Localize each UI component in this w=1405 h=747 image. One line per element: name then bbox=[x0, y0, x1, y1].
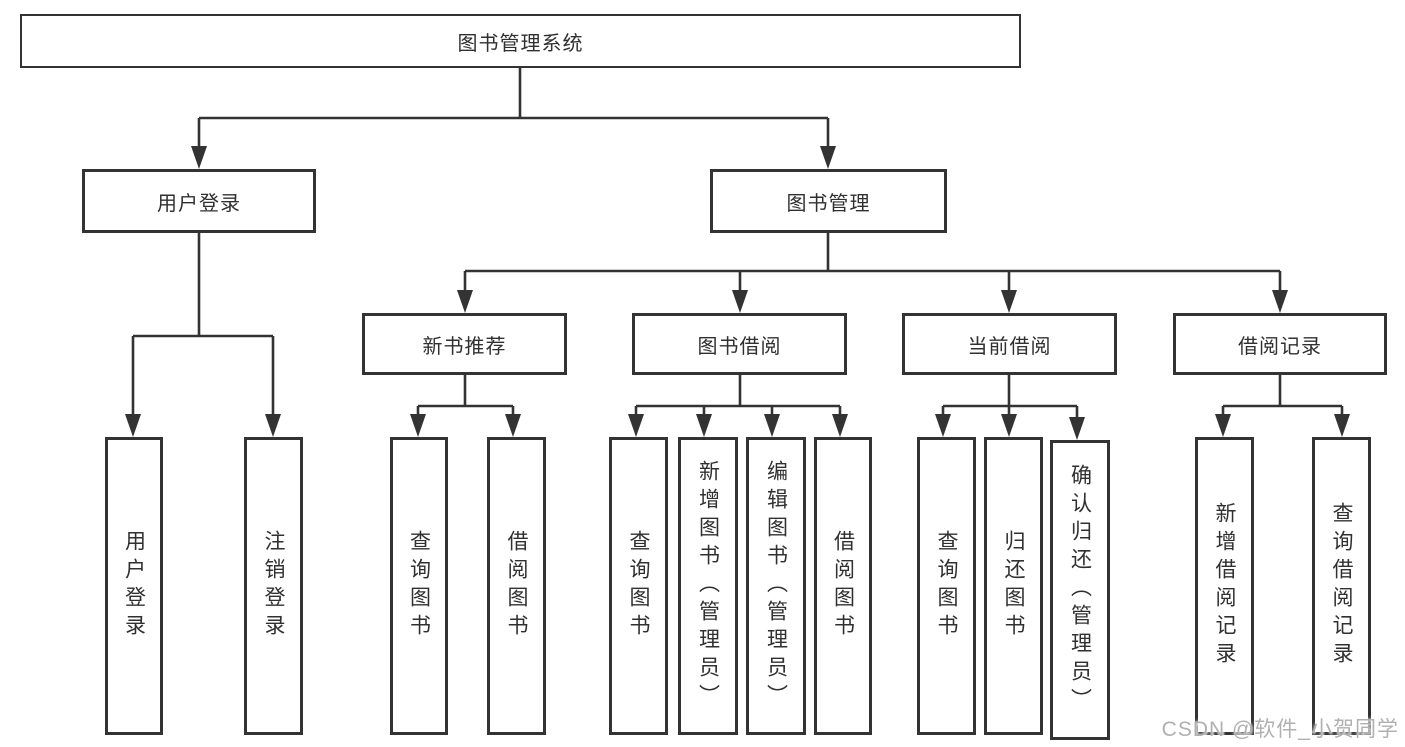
arrowhead-icon bbox=[628, 414, 644, 437]
arrowhead-icon bbox=[191, 146, 207, 169]
node-user-login: 用户登录 bbox=[82, 169, 316, 233]
node-label: 编辑图书（管理员） bbox=[764, 460, 788, 712]
arrowhead-icon bbox=[696, 414, 712, 437]
leaf-user-login: 用户登录 bbox=[105, 437, 163, 735]
leaf-borrow-books-borrowing: 借阅图书 bbox=[814, 437, 872, 735]
leaf-query-borrow-record: 查询借阅记录 bbox=[1312, 437, 1371, 735]
arrowhead-icon bbox=[1334, 414, 1350, 437]
node-label: 借阅图书 bbox=[505, 530, 528, 642]
arrowhead-icon bbox=[505, 414, 521, 437]
arrowhead-icon bbox=[820, 146, 836, 169]
node-label: 查询图书 bbox=[407, 530, 431, 642]
connector-root bbox=[191, 68, 836, 169]
node-book-borrowing: 图书借阅 bbox=[632, 313, 847, 375]
arrowhead-icon bbox=[410, 414, 426, 437]
node-label: 注销登录 bbox=[262, 530, 285, 642]
node-label: 确认归还（管理员） bbox=[1068, 464, 1092, 716]
node-borrowing-records: 借阅记录 bbox=[1173, 313, 1387, 375]
node-book-management: 图书管理 bbox=[710, 169, 947, 233]
leaf-query-books-current: 查询图书 bbox=[917, 437, 976, 735]
arrowhead-icon bbox=[1001, 290, 1017, 313]
node-label: 图书管理 bbox=[786, 192, 871, 215]
leaf-borrow-books-recommend: 借阅图书 bbox=[487, 437, 546, 735]
connector-borrowing-records bbox=[1215, 375, 1350, 437]
leaf-return-books: 归还图书 bbox=[984, 437, 1043, 735]
node-label: 新增图书（管理员） bbox=[696, 460, 720, 712]
leaf-query-books-borrowing: 查询图书 bbox=[609, 437, 668, 735]
leaf-edit-books-admin: 编辑图书（管理员） bbox=[746, 437, 806, 735]
watermark: CSDN @软件_小贺同学 bbox=[1161, 718, 1399, 741]
arrowhead-icon bbox=[832, 414, 848, 437]
arrowhead-icon bbox=[1069, 417, 1085, 440]
leaf-add-borrow-record: 新增借阅记录 bbox=[1195, 437, 1254, 735]
connector-book-borrowing bbox=[628, 375, 848, 437]
node-current-borrowing: 当前借阅 bbox=[902, 313, 1117, 375]
arrowhead-icon bbox=[265, 414, 281, 437]
connector-book-management bbox=[457, 233, 1288, 313]
arrowhead-icon bbox=[457, 290, 473, 313]
arrowhead-icon bbox=[732, 290, 748, 313]
connector-new-book-recommend bbox=[410, 375, 521, 437]
node-label: 归还图书 bbox=[1002, 530, 1025, 642]
node-new-book-recommend: 新书推荐 bbox=[362, 313, 567, 375]
node-label: 新增借阅记录 bbox=[1213, 502, 1236, 670]
leaf-query-books-recommend: 查询图书 bbox=[390, 437, 448, 735]
connector-user-login bbox=[125, 233, 281, 437]
node-label: 查询图书 bbox=[627, 530, 650, 642]
arrowhead-icon bbox=[1215, 414, 1231, 437]
node-library-management-system: 图书管理系统 bbox=[20, 14, 1021, 68]
node-label: 图书借阅 bbox=[697, 335, 782, 358]
arrowhead-icon bbox=[1272, 290, 1288, 313]
node-label: 用户登录 bbox=[122, 530, 146, 642]
node-label: 借阅记录 bbox=[1238, 335, 1322, 358]
arrowhead-icon bbox=[1001, 414, 1017, 437]
arrowhead-icon bbox=[125, 414, 141, 437]
node-label: 借阅图书 bbox=[831, 530, 855, 642]
connector-current-borrowing bbox=[935, 375, 1085, 440]
node-label: 查询图书 bbox=[935, 530, 958, 642]
node-label: 图书管理系统 bbox=[457, 32, 584, 55]
leaf-add-books-admin: 新增图书（管理员） bbox=[678, 437, 738, 735]
node-label: 用户登录 bbox=[157, 192, 241, 215]
node-label: 查询借阅记录 bbox=[1330, 502, 1353, 670]
leaf-confirm-return-admin: 确认归还（管理员） bbox=[1050, 440, 1110, 740]
arrowhead-icon bbox=[935, 414, 951, 437]
arrowhead-icon bbox=[764, 414, 780, 437]
node-label: 当前借阅 bbox=[967, 335, 1052, 358]
leaf-logout-login: 注销登录 bbox=[244, 437, 303, 735]
node-label: 新书推荐 bbox=[422, 335, 507, 358]
